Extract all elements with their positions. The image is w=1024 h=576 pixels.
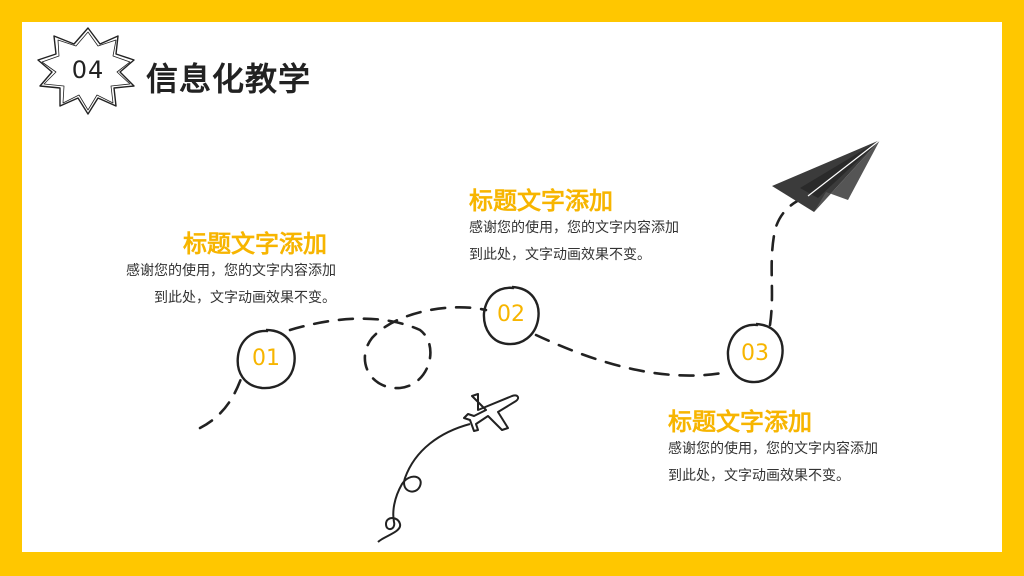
step-circle-03 xyxy=(726,322,784,384)
starburst-badge-icon xyxy=(37,27,135,115)
block-title-2: 标题文字添加 xyxy=(469,187,613,215)
block-text-3-line1: 感谢您的使用，您的文字内容添加 xyxy=(668,441,878,457)
block-text-2: 感谢您的使用，您的文字内容添加 到此处，文字动画效果不变。 xyxy=(469,215,679,269)
block-title-1: 标题文字添加 xyxy=(183,230,327,258)
step-circle-02 xyxy=(482,285,540,346)
airplane-icon xyxy=(377,393,520,543)
block-title-3: 标题文字添加 xyxy=(668,408,812,436)
step-circles xyxy=(236,285,784,390)
block-text-3-line2: 到此处，文字动画效果不变。 xyxy=(668,468,850,484)
block-text-1-line1: 感谢您的使用，您的文字内容添加 xyxy=(126,263,336,279)
block-text-1-line2: 到此处，文字动画效果不变。 xyxy=(154,290,336,306)
page-title: 信息化教学 xyxy=(146,60,312,98)
section-number: 04 xyxy=(71,56,105,84)
block-text-3: 感谢您的使用，您的文字内容添加 到此处，文字动画效果不变。 xyxy=(668,436,878,490)
step-circle-01 xyxy=(236,328,296,390)
paper-plane-icon xyxy=(772,139,881,212)
step-number-02: 02 xyxy=(497,302,525,327)
block-text-2-line1: 感谢您的使用，您的文字内容添加 xyxy=(469,220,679,236)
dashed-route-line xyxy=(198,194,810,430)
block-text-1: 感谢您的使用，您的文字内容添加 到此处，文字动画效果不变。 xyxy=(126,258,336,312)
block-text-2-line2: 到此处，文字动画效果不变。 xyxy=(469,247,651,263)
step-number-03: 03 xyxy=(741,341,769,366)
step-number-01: 01 xyxy=(252,346,280,371)
